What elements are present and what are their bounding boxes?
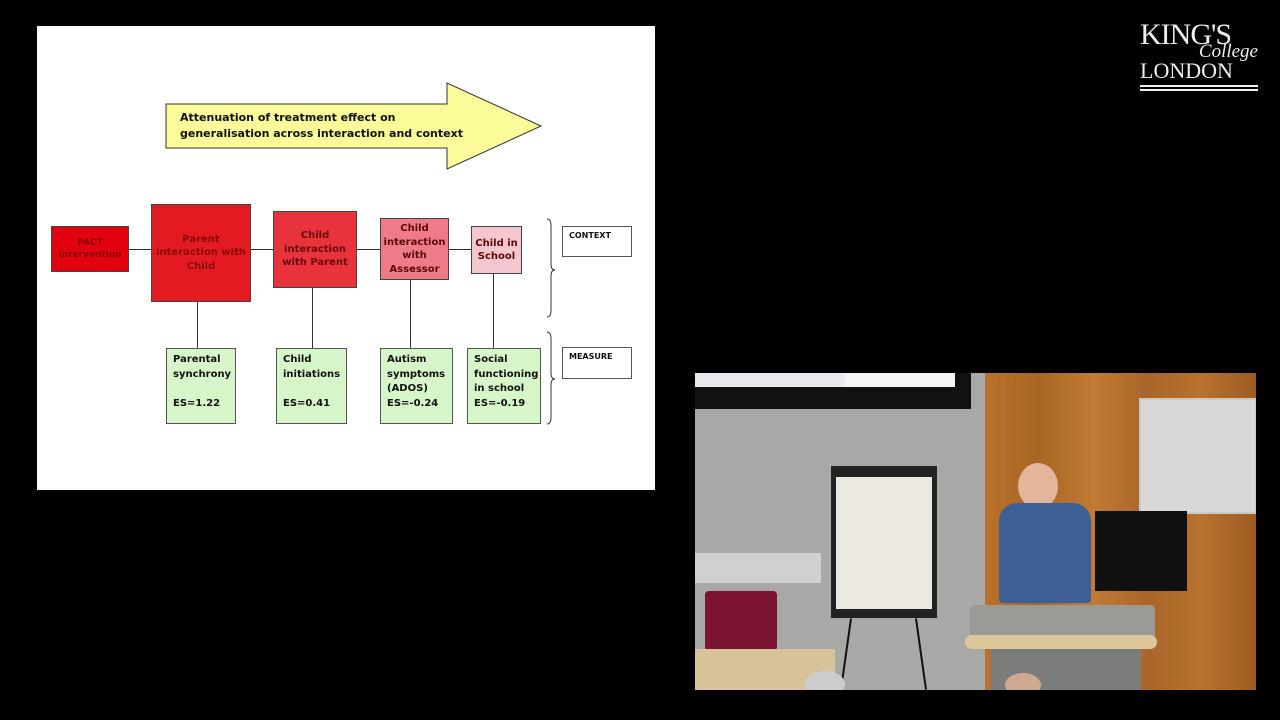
child-in-school-box: Child in School: [471, 226, 522, 274]
arrow-text-line1: Attenuation of treatment effect on: [180, 111, 396, 124]
arrow-connector: [129, 249, 151, 250]
parent-interaction-box: Parent interaction with Child: [151, 204, 251, 302]
kings-college-london-logo: KING'S College LONDON: [1140, 20, 1258, 91]
child-assessor-interaction-box: Child interaction with Assessor: [380, 218, 449, 280]
arrow-connector: [410, 280, 411, 348]
pact-intervention-box: PACT Intervention: [51, 226, 129, 272]
measure-box-child-initiations: Child initiations ES=0.41: [276, 348, 347, 424]
measure-box-autism-symptoms: Autism symptoms (ADOS) ES=-0.24: [380, 348, 453, 424]
measure-label-box: MEASURE: [562, 347, 632, 379]
logo-line2: College: [1198, 41, 1258, 62]
brace-icon: [546, 218, 556, 425]
arrow-text-line2: generalisation across interaction and co…: [180, 127, 463, 140]
speaker-video: [695, 373, 1256, 690]
arrow-connector: [312, 288, 313, 348]
context-label-box: CONTEXT: [562, 226, 632, 257]
child-parent-interaction-box: Child interaction with Parent: [273, 211, 357, 288]
attenuation-arrow: [165, 82, 543, 170]
arrow-connector: [251, 249, 273, 250]
logo-line1: KING'S: [1140, 18, 1232, 51]
measure-box-social-functioning: Social functioning in school ES=-0.19: [467, 348, 541, 424]
arrow-text: Attenuation of treatment effect on gener…: [180, 110, 463, 142]
arrow-connector: [493, 274, 494, 348]
arrow-connector: [357, 249, 380, 250]
measure-box-parental-synchrony: Parental synchrony ES=1.22: [166, 348, 236, 424]
arrow-connector: [449, 249, 471, 250]
logo-line3: LONDON: [1140, 58, 1233, 83]
presentation-slide: Attenuation of treatment effect on gener…: [37, 26, 655, 490]
arrow-connector: [197, 302, 198, 348]
